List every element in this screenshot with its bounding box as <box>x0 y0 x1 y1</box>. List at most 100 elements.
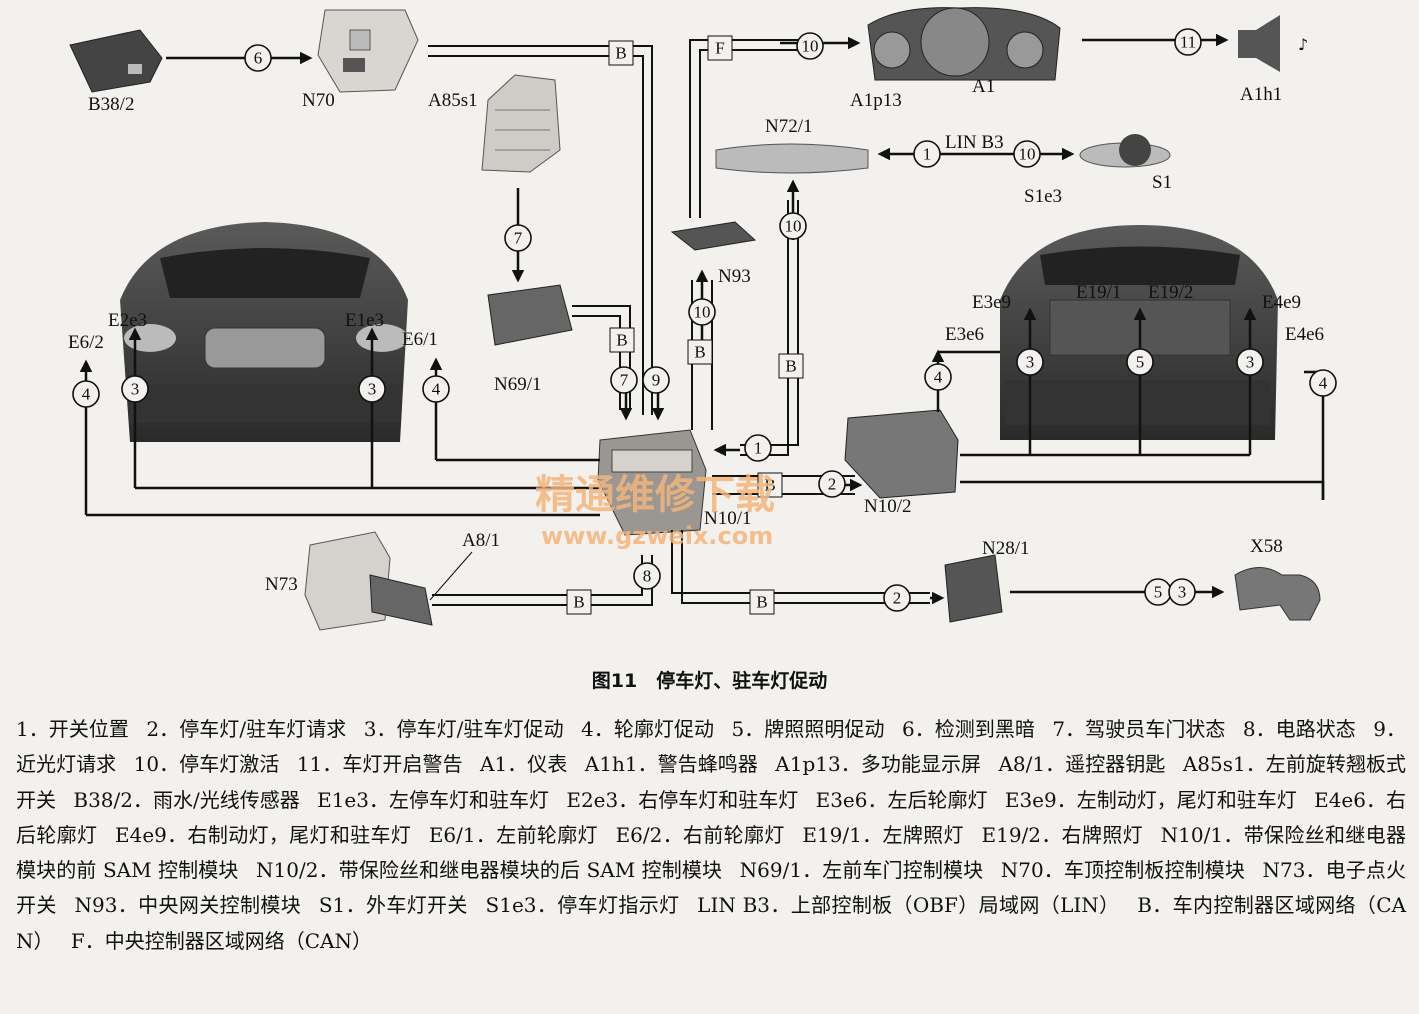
legend-item: 4．轮廓灯促动 <box>581 717 715 741</box>
svg-text:B: B <box>785 357 796 376</box>
svg-text:11: 11 <box>1180 33 1196 52</box>
label-x58: X58 <box>1250 536 1283 557</box>
legend-item: E4e9．右制动灯，尾灯和驻车灯 <box>115 822 412 847</box>
svg-text:2: 2 <box>828 475 837 494</box>
legend-item: N70．车顶控制板控制模块 <box>1000 858 1245 883</box>
svg-text:4: 4 <box>432 380 441 399</box>
legend-item: 11．车灯开启警告 <box>296 752 463 777</box>
legend-item: F．中央控制器区域网络（CAN） <box>70 928 372 953</box>
svg-text:B: B <box>756 593 767 612</box>
legend-item: 6．检测到黑暗 <box>901 717 1035 741</box>
legend-item: E3e9．左制动灯，尾灯和驻车灯 <box>1004 787 1297 812</box>
svg-text:10: 10 <box>1019 145 1036 164</box>
svg-text:1: 1 <box>754 439 763 458</box>
legend-item: A1p13．多功能显示屏 <box>775 752 982 777</box>
svg-text:3: 3 <box>368 380 377 399</box>
label-e19-1: E19/1 <box>1076 282 1121 303</box>
bus-tag-f: F <box>707 35 733 61</box>
component-labels: B38/2 N70 A85s1 A1p13 A1 A1h1 N72/1 LIN … <box>68 76 1324 601</box>
label-n73: N73 <box>265 574 298 595</box>
svg-text:3: 3 <box>131 380 140 399</box>
bus-tag-b: B <box>608 40 634 66</box>
signal-3: 3 <box>121 375 149 403</box>
signal-2: 2 <box>883 584 911 612</box>
legend-item: 7．驾驶员车门状态 <box>1052 717 1226 741</box>
legend-item: B．车内控制器区域网络（CAN） <box>16 893 1407 953</box>
signal-10: 10 <box>779 212 807 240</box>
rain-light-sensor-b38-2 <box>69 29 163 93</box>
svg-text:7: 7 <box>620 371 629 390</box>
bus-tag-b: B <box>749 589 775 615</box>
rear-sam-module-n10-2 <box>844 409 959 499</box>
signal-circles: 6 10 11 1 10 7 10 10 7 9 1 2 8 2 5 3 4 3… <box>72 28 1337 612</box>
legend-item: B38/2．雨水/光线传感器 <box>73 787 300 812</box>
signal-4: 4 <box>1309 369 1337 397</box>
svg-text:1: 1 <box>923 145 932 164</box>
legend-item: E4e6．右后轮廓灯 <box>16 787 1406 847</box>
svg-text:4: 4 <box>934 368 943 387</box>
label-n69-1: N69/1 <box>494 374 542 395</box>
signal-8: 8 <box>633 562 661 590</box>
svg-text:10: 10 <box>802 37 819 56</box>
bus-tag-b: B <box>687 339 713 365</box>
legend-item: 2．停车灯/驻车灯请求 <box>146 717 347 741</box>
svg-text:3: 3 <box>1026 353 1035 372</box>
legend-item: E6/2．右前轮廓灯 <box>615 822 785 847</box>
svg-text:F: F <box>715 39 724 58</box>
svg-text:10: 10 <box>694 303 711 322</box>
legend-item: E19/1．左牌照灯 <box>802 822 964 847</box>
svg-text:10: 10 <box>785 217 802 236</box>
signal-4: 4 <box>422 375 450 403</box>
signal-11: 11 <box>1174 28 1202 56</box>
signal-6: 6 <box>244 44 272 72</box>
rocker-switch-a85s1 <box>481 74 561 173</box>
legend-item: 9．近光灯请求 <box>16 717 1407 777</box>
legend-item: E6/1．左前轮廓灯 <box>428 822 598 847</box>
legend-item: A85s1．左前旋转翘板式开关 <box>16 752 1407 812</box>
label-a1h1: A1h1 <box>1240 84 1282 105</box>
label-n93: N93 <box>718 266 751 287</box>
legend-item: S1e3．停车灯指示灯 <box>485 893 680 918</box>
legend-item: 5．牌照照明促动 <box>731 717 885 741</box>
legend-item: E2e3．右停车灯和驻车灯 <box>566 787 799 812</box>
svg-text:5: 5 <box>1154 583 1163 602</box>
signal-1: 1 <box>913 140 941 168</box>
bus-tag-b: B <box>609 327 635 353</box>
legend-item: E3e6．左后轮廓灯 <box>815 787 988 812</box>
signal-3: 3 <box>358 375 386 403</box>
signal-2: 2 <box>818 470 846 498</box>
legend-item: E19/2．右牌照灯 <box>981 822 1143 847</box>
legend-item: N10/2．带保险丝和继电器模块的后 SAM 控制模块 <box>256 858 723 883</box>
legend-item: 3．停车灯/驻车灯促动 <box>363 717 564 741</box>
svg-text:2: 2 <box>893 589 902 608</box>
label-e4e6: E4e6 <box>1285 324 1324 345</box>
label-n28-1: N28/1 <box>982 538 1030 559</box>
signal-3: 3 <box>1168 578 1196 606</box>
bus-tag-b: B <box>757 472 783 498</box>
wiring-diagram: ♪ <box>68 7 1337 631</box>
svg-text:♪: ♪ <box>1298 35 1308 54</box>
svg-text:B: B <box>615 44 626 63</box>
svg-text:5: 5 <box>1136 353 1145 372</box>
legend-item: E1e3．左停车灯和驻车灯 <box>317 787 549 812</box>
front-sam-module-n10-1 <box>597 429 707 536</box>
label-n10-2: N10/2 <box>864 496 912 517</box>
legend-item: N93．中央网关控制模块 <box>74 893 302 918</box>
legend-item: A8/1．遥控器钥匙 <box>998 752 1166 777</box>
label-a8-1: A8/1 <box>462 530 500 551</box>
label-e19-2: E19/2 <box>1148 282 1193 303</box>
label-a85s1: A85s1 <box>428 90 478 111</box>
legend-item: LIN B3．上部控制板（OBF）局域网（LIN） <box>697 893 1120 918</box>
front-car-picture <box>120 222 408 442</box>
roof-control-module-n70 <box>317 9 419 93</box>
svg-text:3: 3 <box>1246 353 1255 372</box>
signal-1: 1 <box>744 434 772 462</box>
legend-item: N69/1．左前车门控制模块 <box>739 858 984 883</box>
legend-item: 10．停车灯激活 <box>133 752 280 777</box>
label-s1: S1 <box>1152 172 1172 193</box>
label-b38-2: B38/2 <box>88 94 134 115</box>
label-n72-1: N72/1 <box>765 116 813 137</box>
instrument-cluster-a1 <box>867 7 1061 81</box>
svg-text:8: 8 <box>643 567 652 586</box>
legend-item: N10/1．带保险丝和继电器模块的前 SAM 控制模块 <box>16 822 1407 883</box>
